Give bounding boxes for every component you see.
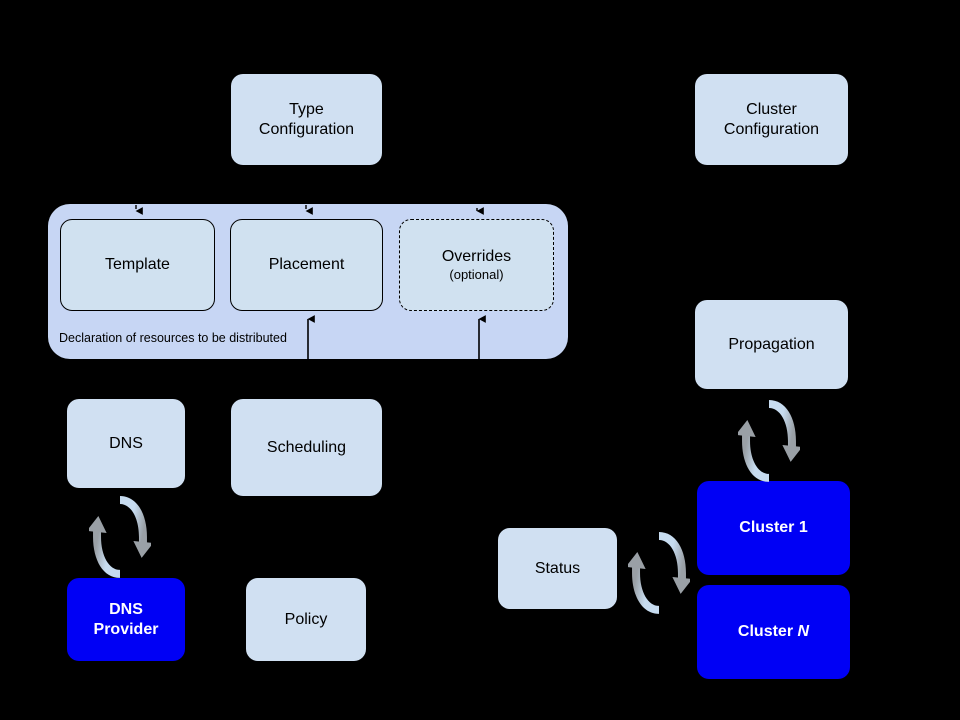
node-propagation[interactable]: Propagation (695, 300, 848, 389)
node-cluster-1[interactable]: Cluster 1 (697, 481, 850, 575)
node-template[interactable]: Template (60, 219, 215, 311)
node-label-cluster-n: Cluster N (737, 623, 810, 641)
node-status[interactable]: Status (498, 528, 617, 609)
node-label-status: Status (534, 559, 581, 577)
node-label-propagation: Propagation (728, 335, 815, 353)
node-label-cluster-configuration: Cluster Configuration (723, 100, 820, 138)
panel-caption: Declaration of resources to be distribut… (59, 331, 287, 345)
node-label-scheduling: Scheduling (266, 438, 347, 456)
sync-icon-propagation-sync (738, 396, 800, 486)
node-label-template: Template (105, 256, 170, 274)
node-policy[interactable]: Policy (246, 578, 366, 661)
node-label-dns-provider: DNS Provider (93, 600, 159, 638)
node-type-configuration[interactable]: Type Configuration (231, 74, 382, 165)
node-label-type-configuration: Type Configuration (258, 100, 355, 138)
sync-icon-status-sync (628, 528, 690, 618)
node-label-placement: Placement (268, 256, 345, 274)
node-overrides[interactable]: Overrides(optional) (399, 219, 554, 311)
node-dns-provider[interactable]: DNS Provider (67, 578, 185, 661)
node-sublabel-overrides: (optional) (449, 266, 504, 282)
node-scheduling[interactable]: Scheduling (231, 399, 382, 496)
sync-icon-dns-sync (89, 492, 151, 582)
node-cluster-configuration[interactable]: Cluster Configuration (695, 74, 848, 165)
node-cluster-n[interactable]: Cluster N (697, 585, 850, 679)
node-dns[interactable]: DNS (67, 399, 185, 488)
node-label-dns: DNS (109, 434, 143, 452)
node-placement[interactable]: Placement (230, 219, 383, 311)
node-label-policy: Policy (284, 610, 328, 628)
node-label-overrides: Overrides(optional) (441, 248, 512, 282)
node-label-cluster-1: Cluster 1 (739, 519, 808, 537)
node-label-italic-cluster-n: N (797, 623, 810, 641)
